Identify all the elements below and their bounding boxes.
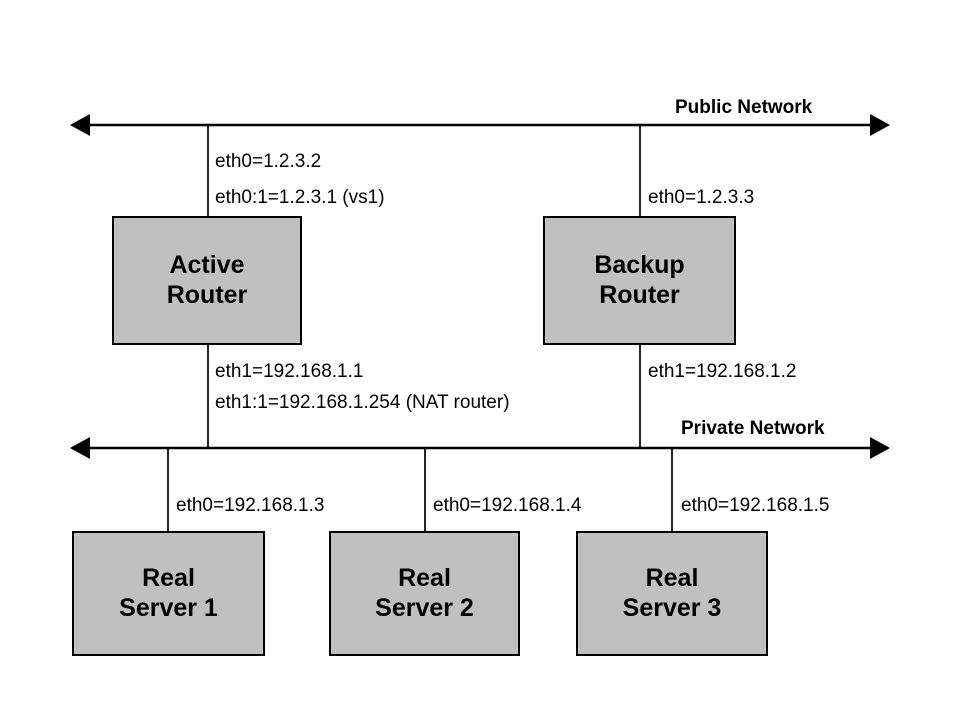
active-router-private-ip-nat: eth1:1=192.168.1.254 (NAT router) xyxy=(215,392,510,413)
node-backup-router-line1: Backup xyxy=(594,251,685,279)
node-active-router-line1: Active xyxy=(169,251,245,279)
public-network-label: Public Network xyxy=(675,97,813,118)
node-real-server-1-line1: Real xyxy=(142,564,195,592)
real-server-2-ip: eth0=192.168.1.4 xyxy=(433,495,582,516)
node-real-server-1[interactable]: Real Server 1 xyxy=(72,531,265,656)
private-network-left-arrowhead xyxy=(70,437,90,459)
node-backup-router-line2: Router xyxy=(599,280,680,309)
node-real-server-2-line1: Real xyxy=(398,564,451,592)
node-real-server-2[interactable]: Real Server 2 xyxy=(329,531,520,656)
private-network-label: Private Network xyxy=(681,418,825,439)
private-network-bus xyxy=(70,437,890,459)
node-active-router-line2: Router xyxy=(166,280,248,309)
active-router-private-ip-primary: eth1=192.168.1.1 xyxy=(215,361,364,382)
node-real-server-2-line2: Server 2 xyxy=(375,593,474,622)
node-real-server-1-line2: Server 1 xyxy=(119,593,218,622)
node-real-server-3[interactable]: Real Server 3 xyxy=(576,531,768,656)
node-active-router[interactable]: Active Router xyxy=(112,216,302,345)
real-server-3-ip: eth0=192.168.1.5 xyxy=(681,495,830,516)
node-real-server-3-line2: Server 3 xyxy=(622,593,722,622)
public-network-left-arrowhead xyxy=(70,114,90,136)
public-network-right-arrowhead xyxy=(870,114,890,136)
node-real-server-3-line1: Real xyxy=(645,564,699,592)
node-backup-router[interactable]: Backup Router xyxy=(543,216,736,345)
private-network-right-arrowhead xyxy=(870,437,890,459)
active-router-public-ip-virtual: eth0:1=1.2.3.1 (vs1) xyxy=(215,187,385,208)
backup-router-public-ip-primary: eth0=1.2.3.3 xyxy=(648,187,755,208)
real-server-1-ip: eth0=192.168.1.3 xyxy=(176,495,325,516)
public-network-bus xyxy=(70,114,890,136)
active-router-public-ip-primary: eth0=1.2.3.2 xyxy=(215,151,322,172)
backup-router-private-ip-primary: eth1=192.168.1.2 xyxy=(648,361,797,382)
